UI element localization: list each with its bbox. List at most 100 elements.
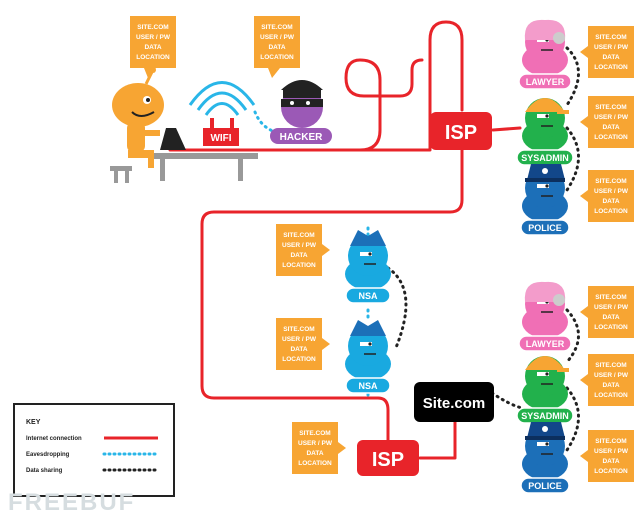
isp-top: ISP: [430, 112, 492, 150]
police-bottom-badge: [520, 477, 570, 494]
callout-line: LOCATION: [136, 54, 170, 61]
callout-line: DATA: [290, 252, 307, 259]
wifi-label: WIFI: [210, 133, 231, 144]
callout-line: USER / PW: [282, 336, 317, 343]
nsa-top-callout: SITE.COM USER / PW DATA LOCATION: [276, 224, 330, 276]
callout-line: LOCATION: [282, 356, 316, 363]
callout-line: LOCATION: [594, 208, 628, 215]
isp-bottom: ISP: [357, 440, 419, 476]
desk-leg: [238, 159, 243, 181]
hacker-callout: SITE.COM USER / PW DATA LOCATION: [254, 16, 300, 78]
nsa-top-label: NSA: [358, 291, 378, 301]
callout-line: USER / PW: [594, 304, 629, 311]
hacker-label: HACKER: [280, 132, 324, 143]
callout-line: LOCATION: [594, 392, 628, 399]
hacker-hat-icon: [281, 80, 323, 90]
nsa-top: NSA: [345, 230, 391, 304]
callout-line: SITE.COM: [595, 438, 626, 445]
sysadmin-top-label: SYSADMIN: [521, 153, 569, 163]
hacker-badge: [270, 128, 332, 144]
callout-line: DATA: [290, 346, 307, 353]
callout-line: SITE.COM: [283, 232, 314, 239]
callout-line: DATA: [306, 450, 323, 457]
callout-line: USER / PW: [594, 448, 629, 455]
desk-leg: [160, 159, 165, 181]
lawyer-top: LAWYER: [518, 19, 572, 90]
lawyer-top-callout: SITE.COM USER / PW DATA LOCATION: [580, 26, 634, 78]
callout-line: SITE.COM: [283, 326, 314, 333]
lawyer-top-badge: [518, 73, 572, 90]
hard-hat-icon: [525, 98, 565, 112]
police-bottom: POLICE: [520, 422, 570, 494]
callout-line: SITE.COM: [595, 34, 626, 41]
police-top-callout: SITE.COM USER / PW DATA LOCATION: [580, 170, 634, 222]
callout-line: SITE.COM: [261, 24, 292, 31]
callout-line: LOCATION: [594, 64, 628, 71]
lawyer-bottom-label: LAWYER: [526, 339, 565, 349]
legend-internet-label: Internet connection: [26, 436, 82, 442]
lawyer-bottom-callout: SITE.COM USER / PW DATA LOCATION: [580, 286, 634, 338]
data-sharing-lines: [386, 46, 580, 452]
nsa-bottom-badge: [345, 377, 391, 394]
stool: [110, 166, 132, 171]
sysadmin-top: SYSADMIN: [516, 98, 574, 166]
wifi-box: [203, 128, 239, 146]
callout-line: LOCATION: [594, 324, 628, 331]
site-server: Site.com: [414, 382, 494, 422]
laptop-icon: [160, 128, 186, 150]
user-head: [112, 83, 164, 127]
callout-line: SITE.COM: [595, 178, 626, 185]
police-bottom-callout: SITE.COM USER / PW DATA LOCATION: [580, 430, 634, 482]
callout-line: LOCATION: [282, 262, 316, 269]
wifi-signal-icon: [188, 81, 256, 116]
callout-line: DATA: [268, 44, 285, 51]
internet-connection-lines: [168, 20, 522, 460]
police-top-badge: [520, 219, 570, 236]
isp-top-label: ISP: [445, 122, 477, 144]
callout-line: DATA: [602, 124, 619, 131]
callout-line: USER / PW: [594, 44, 629, 51]
user-body: [127, 122, 145, 152]
callout-line: LOCATION: [298, 460, 332, 467]
hacker-mask: [281, 99, 323, 107]
nsa-bottom: NSA: [345, 320, 391, 394]
sysadmin-bottom-label: SYSADMIN: [521, 411, 569, 421]
nsa-bottom-label: NSA: [358, 381, 378, 391]
legend: KEY Internet connection Eavesdropping Da…: [13, 403, 175, 497]
nsa-hat-icon: [350, 320, 386, 336]
callout-line: DATA: [602, 198, 619, 205]
callout-line: SITE.COM: [595, 294, 626, 301]
legend-sharing-label: Data sharing: [26, 468, 63, 474]
callout-line: DATA: [602, 382, 619, 389]
callout-line: USER / PW: [594, 188, 629, 195]
desk: [150, 153, 258, 159]
police-top-label: POLICE: [528, 223, 562, 233]
callout-line: USER / PW: [594, 372, 629, 379]
lawyer-top-label: LAWYER: [526, 77, 565, 87]
police-bottom-label: POLICE: [528, 481, 562, 491]
callout-line: USER / PW: [282, 242, 317, 249]
callout-line: USER / PW: [298, 440, 333, 447]
legend-title: KEY: [26, 419, 41, 426]
callout-line: DATA: [602, 314, 619, 321]
callout-line: USER / PW: [594, 114, 629, 121]
isp-bottom-callout: SITE.COM USER / PW DATA LOCATION: [292, 422, 346, 474]
site-label: Site.com: [423, 395, 486, 412]
callout-line: SITE.COM: [299, 430, 330, 437]
wifi-router: WIFI: [188, 81, 256, 146]
callout-line: DATA: [602, 458, 619, 465]
callout-line: DATA: [602, 54, 619, 61]
isp-bottom-label: ISP: [372, 449, 404, 471]
hard-hat-icon: [525, 356, 565, 370]
callout-line: LOCATION: [260, 54, 294, 61]
callout-line: LOCATION: [594, 468, 628, 475]
user-at-laptop: [110, 67, 258, 183]
callout-line: USER / PW: [260, 34, 295, 41]
legend-eavesdrop-label: Eavesdropping: [26, 452, 70, 458]
police-top: POLICE: [520, 164, 570, 236]
nsa-bottom-callout: SITE.COM USER / PW DATA LOCATION: [276, 318, 330, 370]
